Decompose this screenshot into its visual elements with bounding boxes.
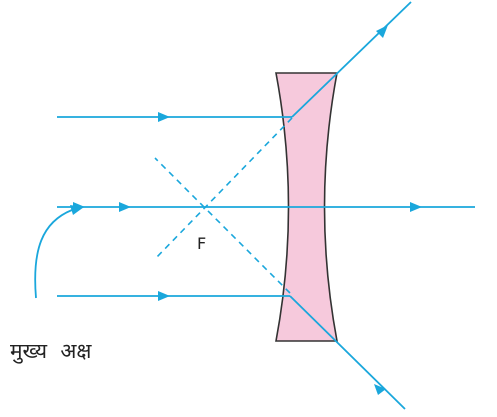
focus-label: F [197,234,206,253]
refracted-ray-top [291,1,412,118]
principal-axis-pointer [34,209,73,299]
ray-arrow [374,384,386,395]
ray-arrow [376,25,388,38]
ray-arrow [70,205,84,215]
ray-arrow [119,202,131,212]
ray-arrow [158,112,170,122]
ray-arrow [410,202,422,212]
refracted-ray-bottom [289,295,406,410]
principal-axis-label: मुख्य अक्ष [10,339,92,364]
virtual-ray-bottom [154,157,291,294]
virtual-ray-top [154,117,293,260]
ray-arrow [158,291,170,301]
